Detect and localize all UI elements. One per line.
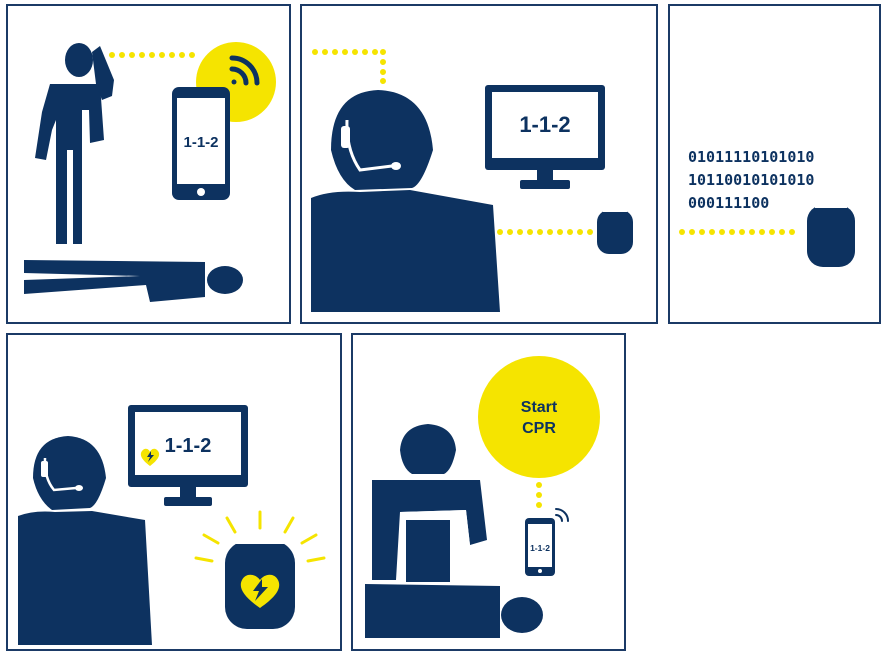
wifi-signal-icon — [555, 508, 569, 522]
panel-1-caller: 1-1-2 — [6, 4, 291, 324]
aed-device-icon — [597, 209, 633, 254]
phone-number-text: 1-1-2 — [183, 134, 218, 151]
binary-line-2: 10110010101010 — [688, 171, 814, 189]
panel-5-start-cpr: Start CPR 1-1-2 — [351, 333, 626, 651]
aed-device-icon — [807, 204, 855, 267]
monitor-icon — [128, 405, 248, 506]
bubble-line-1: Start — [521, 399, 558, 416]
lying-person-icon — [365, 584, 543, 638]
heart-bolt-icon — [140, 448, 160, 466]
lying-person-icon — [24, 260, 243, 302]
bubble-line-2: CPR — [522, 420, 556, 437]
signal-dots — [679, 229, 795, 235]
panel-2-dispatcher: 1-1-2 — [300, 4, 658, 324]
signal-dots — [312, 49, 386, 84]
signal-dots — [497, 229, 593, 235]
smartphone-icon — [525, 518, 555, 576]
monitor-number-text: 1-1-2 — [165, 435, 212, 457]
panel-4-aed-activation: 1-1-2 — [6, 333, 342, 651]
glowing-aed-icon — [194, 510, 326, 629]
binary-line-1: 01011110101010 — [688, 148, 814, 166]
signal-dots — [109, 52, 195, 58]
wifi-signal-icon — [229, 55, 260, 86]
binary-line-3: 000111100 — [688, 194, 769, 212]
dispatcher-headset-icon — [311, 90, 500, 312]
phone-number-text: 1-1-2 — [530, 543, 550, 553]
smartphone-icon — [172, 87, 230, 200]
dispatcher-headset-icon — [18, 436, 152, 645]
signal-dots — [536, 482, 542, 508]
monitor-icon — [485, 85, 605, 189]
person-on-phone-icon — [35, 43, 114, 244]
cpr-responder-icon — [372, 424, 487, 582]
start-cpr-bubble — [478, 356, 600, 478]
monitor-number-text: 1-1-2 — [519, 112, 570, 137]
panel-3-data-transfer: 01011110101010 10110010101010 000111100 — [668, 4, 881, 324]
